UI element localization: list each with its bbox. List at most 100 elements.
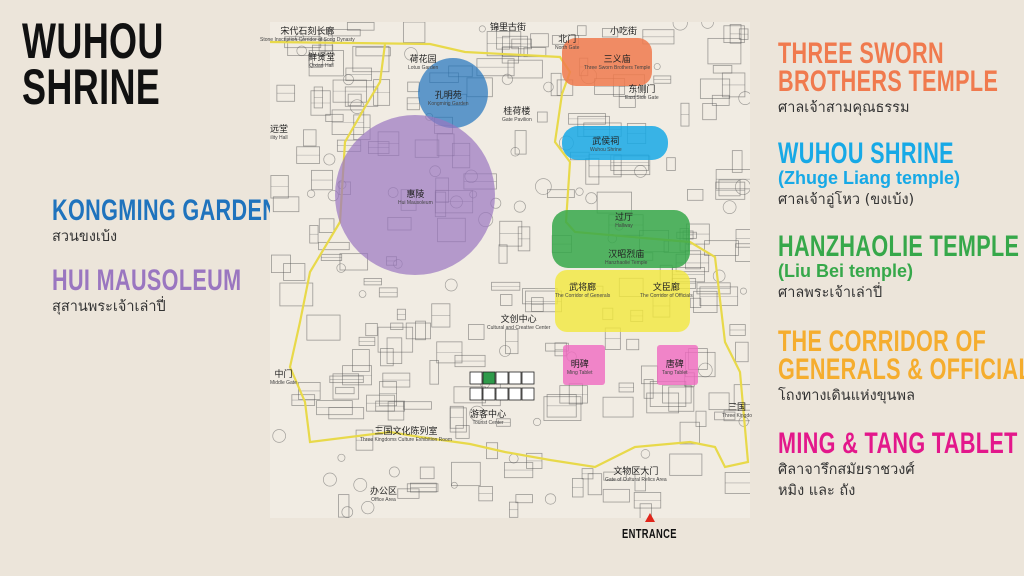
tree-sketch xyxy=(634,164,647,178)
building-sketch xyxy=(271,254,291,273)
building-sketch xyxy=(547,189,575,198)
tree-sketch xyxy=(544,493,557,505)
tree-sketch xyxy=(722,200,737,215)
building-sketch xyxy=(332,373,360,400)
facility-icon xyxy=(521,371,535,385)
tree-sketch xyxy=(499,345,511,357)
three-sworn-highlight xyxy=(562,38,652,86)
legend-kongming-garden: KONGMING GARDEN สวนขงเบ้ง xyxy=(52,194,279,246)
building-sketch xyxy=(287,38,326,56)
facility-icon xyxy=(495,387,509,401)
tree-sketch xyxy=(450,481,458,489)
building-sketch xyxy=(365,323,378,337)
map-label-en: Tourist Center xyxy=(472,420,504,426)
map-label-en: Office Area xyxy=(371,497,396,503)
building-sketch xyxy=(415,320,426,341)
tree-sketch xyxy=(533,417,542,426)
building-sketch xyxy=(708,392,730,411)
map-label-cn: 三义庙 xyxy=(603,54,631,64)
map-label-en: The Corridor of Officials xyxy=(640,293,693,299)
map-label-en: Hallway xyxy=(615,223,633,229)
building-sketch xyxy=(679,421,700,445)
map-label-en: Lotus Garden xyxy=(408,65,439,71)
entrance-label: ENTRANCE xyxy=(622,526,677,541)
wuhou-shrine-highlight xyxy=(562,126,668,160)
building-sketch xyxy=(377,326,414,353)
map-label-cn: 宋代石刻长廊 xyxy=(280,26,335,36)
site-boundary xyxy=(270,40,750,469)
building-sketch xyxy=(339,253,369,271)
map-label-cn: 锦里古街 xyxy=(490,22,527,32)
building-sketch xyxy=(402,22,426,43)
building-sketch xyxy=(405,322,431,340)
building-sketch xyxy=(537,111,548,123)
building-sketch xyxy=(626,338,640,351)
tree-sketch xyxy=(501,73,513,85)
map-label-cn: 惠陵 xyxy=(406,189,425,199)
building-sketch xyxy=(325,113,344,122)
legend-hanzhaolie-temple: HANZHAOLIE TEMPLE (Liu Bei temple) ศาลพร… xyxy=(778,230,1020,302)
building-sketch xyxy=(543,396,582,421)
tree-sketch xyxy=(469,405,485,422)
building-sketch xyxy=(338,494,350,518)
legend-corridor: THE CORRIDOR OF GENERALS & OFFICIALS โถง… xyxy=(778,325,1024,405)
hui-mausoleum-highlight xyxy=(335,115,495,275)
building-sketch xyxy=(335,386,355,395)
map-label-en: The Corridor of Generals xyxy=(555,293,611,299)
building-sketch xyxy=(634,468,646,492)
building-sketch xyxy=(507,59,543,79)
map-label-cn: 文物区大门 xyxy=(613,466,659,476)
map-label-en: Gate Pavilion xyxy=(502,117,532,123)
building-sketch xyxy=(711,94,730,106)
building-sketch xyxy=(318,218,335,233)
building-sketch xyxy=(689,297,702,308)
map-label-cn: 孔明苑 xyxy=(434,90,462,100)
map-label-cn: 中门 xyxy=(274,369,293,379)
map-label-en: Three Sworn Brothers Temple xyxy=(584,65,651,71)
tree-sketch xyxy=(701,22,714,29)
building-sketch xyxy=(618,382,634,393)
building-sketch xyxy=(669,453,703,476)
building-sketch xyxy=(646,392,680,414)
tang-tablet-highlight xyxy=(657,345,698,385)
building-sketch xyxy=(283,263,306,281)
map-label-en: Tang Tablet xyxy=(662,370,688,376)
facility-icon xyxy=(482,387,496,401)
building-sketch xyxy=(714,411,736,421)
map-label-en: Middle Gate xyxy=(270,380,297,386)
hanzhaolie-highlight xyxy=(552,210,690,268)
tree-sketch xyxy=(653,63,661,70)
building-sketch xyxy=(587,473,603,496)
building-sketch xyxy=(355,46,391,57)
tree-sketch xyxy=(698,362,713,378)
building-sketch xyxy=(476,58,515,77)
building-sketch xyxy=(279,282,314,307)
building-sketch xyxy=(451,461,481,487)
map-label: 锦里古街 xyxy=(490,20,526,33)
map-label-cn: 桂荷楼 xyxy=(503,106,531,116)
building-sketch xyxy=(530,33,549,48)
building-sketch xyxy=(577,25,587,36)
map-label-cn: 游客中心 xyxy=(470,409,507,419)
facility-icon xyxy=(521,387,535,401)
tree-sketch xyxy=(296,45,307,57)
building-sketch xyxy=(310,90,331,116)
tree-sketch xyxy=(342,74,354,86)
map-label-en: ility Hall xyxy=(270,135,288,141)
building-sketch xyxy=(687,189,704,201)
map-label-cn: 文臣廊 xyxy=(652,282,680,292)
building-sketch xyxy=(699,78,731,99)
building-sketch xyxy=(449,407,467,433)
building-sketch xyxy=(707,37,742,65)
